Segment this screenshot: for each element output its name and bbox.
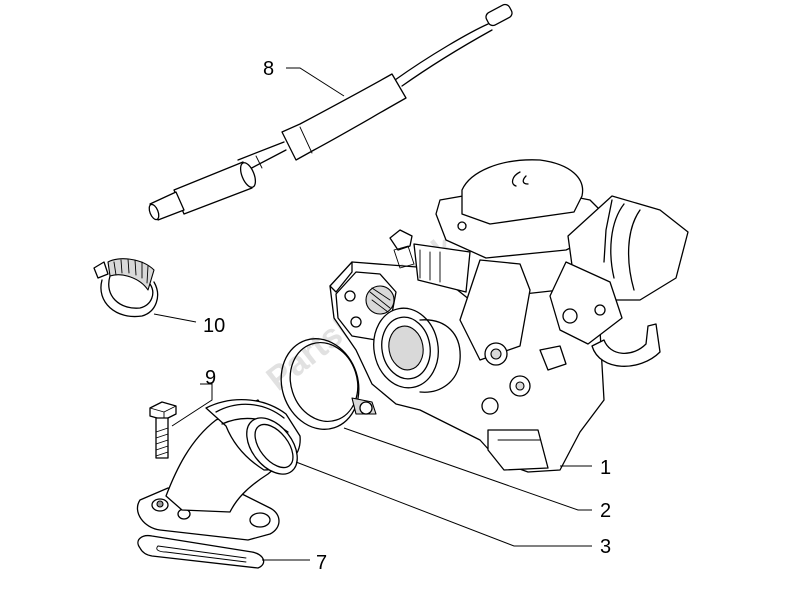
hose-clamp-part (280, 338, 377, 430)
callout-7: 7 (316, 552, 327, 574)
callout-1: 1 (600, 457, 611, 479)
callout-8: 8 (263, 58, 274, 80)
intake-manifold-part (136, 399, 301, 541)
bolt-part (149, 401, 177, 459)
callout-10: 10 (203, 315, 225, 337)
carburetor-part (329, 159, 689, 473)
callout-2: 2 (600, 500, 611, 522)
gasket-part (137, 534, 265, 569)
leader-lines (153, 67, 592, 561)
callout-3: 3 (600, 536, 611, 558)
callout-labels: 8 10 9 1 2 3 7 (203, 58, 611, 574)
clamp-ring-part (93, 258, 159, 318)
throttle-cable-part (148, 3, 513, 221)
callout-9: 9 (205, 367, 216, 389)
